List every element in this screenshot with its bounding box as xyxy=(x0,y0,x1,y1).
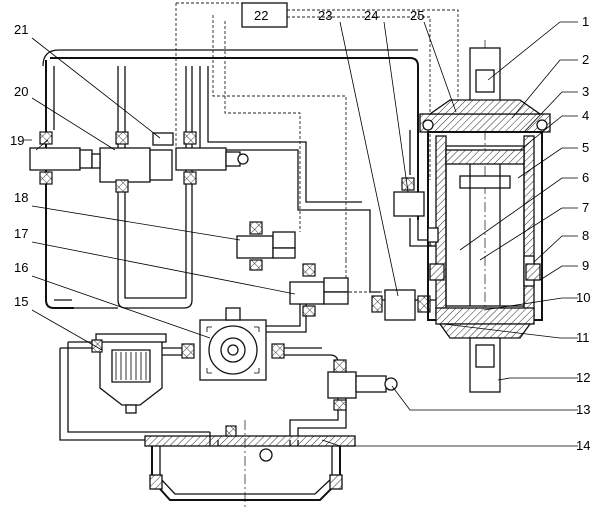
callout-7: 7 xyxy=(582,200,589,215)
callout-24: 24 xyxy=(364,8,378,23)
callout-4: 4 xyxy=(582,108,589,123)
callout-10: 10 xyxy=(576,290,590,305)
controller-label: 22 xyxy=(254,8,268,23)
callout-16: 16 xyxy=(14,260,28,275)
valve-13 xyxy=(327,359,398,411)
callout-21: 21 xyxy=(14,22,28,37)
callout-19: 19 xyxy=(10,133,24,148)
callout-6: 6 xyxy=(582,170,589,185)
callout-8: 8 xyxy=(582,228,589,243)
valve-19 xyxy=(29,131,93,185)
callout-18: 18 xyxy=(14,190,28,205)
callout-12: 12 xyxy=(576,370,590,385)
callout-2: 2 xyxy=(582,52,589,67)
tank-14 xyxy=(144,420,356,510)
callout-5: 5 xyxy=(582,140,589,155)
callout-15: 15 xyxy=(14,294,28,309)
callout-14: 14 xyxy=(576,438,590,453)
valve-20 xyxy=(91,131,173,193)
leader-lines xyxy=(24,21,578,447)
solenoid-valve-18 xyxy=(236,221,296,271)
callout-11: 11 xyxy=(576,330,590,345)
callout-3: 3 xyxy=(582,84,589,99)
cylinder-assembly xyxy=(419,40,551,395)
controller-box: 22 xyxy=(241,2,288,28)
valve-23 xyxy=(371,289,431,321)
callout-25: 25 xyxy=(410,8,424,23)
callout-17: 17 xyxy=(14,226,28,241)
solenoid-valve-17 xyxy=(289,263,349,317)
callout-20: 20 xyxy=(14,84,28,99)
callout-23: 23 xyxy=(318,8,332,23)
callout-13: 13 xyxy=(576,402,590,417)
callout-9: 9 xyxy=(582,258,589,273)
filter-15 xyxy=(91,333,167,414)
pump-16 xyxy=(181,307,285,381)
callout-labels: 1 2 3 4 5 6 7 8 9 10 11 12 13 14 15 16 1… xyxy=(10,8,590,453)
callout-1: 1 xyxy=(582,14,589,29)
